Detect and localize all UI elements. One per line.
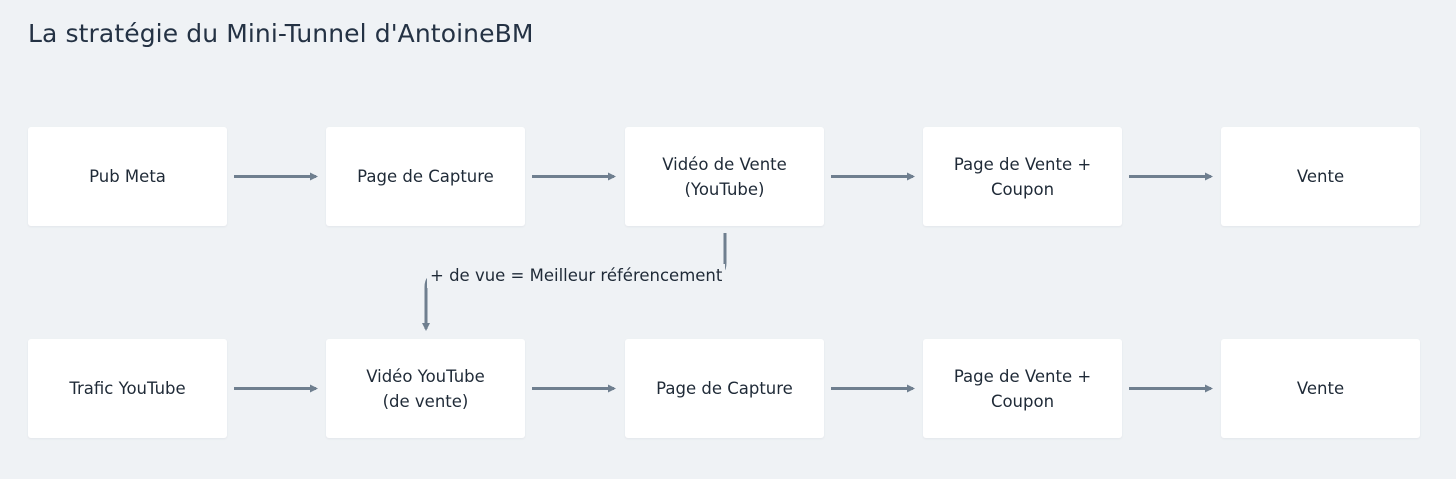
node-video-de-vente: Vidéo de Vente (YouTube) xyxy=(625,127,824,226)
node-page-de-capture: Page de Capture xyxy=(326,127,525,226)
node-pub-meta: Pub Meta xyxy=(28,127,227,226)
node-vente-2: Vente xyxy=(1221,339,1420,438)
node-video-youtube-de-vente: Vidéo YouTube (de vente) xyxy=(326,339,525,438)
node-vente: Vente xyxy=(1221,127,1420,226)
node-page-de-capture-2: Page de Capture xyxy=(625,339,824,438)
diagram-title: La stratégie du Mini-Tunnel d'AntoineBM xyxy=(28,19,534,48)
link-label: + de vue = Meilleur référencement xyxy=(427,264,726,288)
node-page-de-vente-coupon-2: Page de Vente + Coupon xyxy=(923,339,1122,438)
node-page-de-vente-coupon: Page de Vente + Coupon xyxy=(923,127,1122,226)
node-trafic-youtube: Trafic YouTube xyxy=(28,339,227,438)
